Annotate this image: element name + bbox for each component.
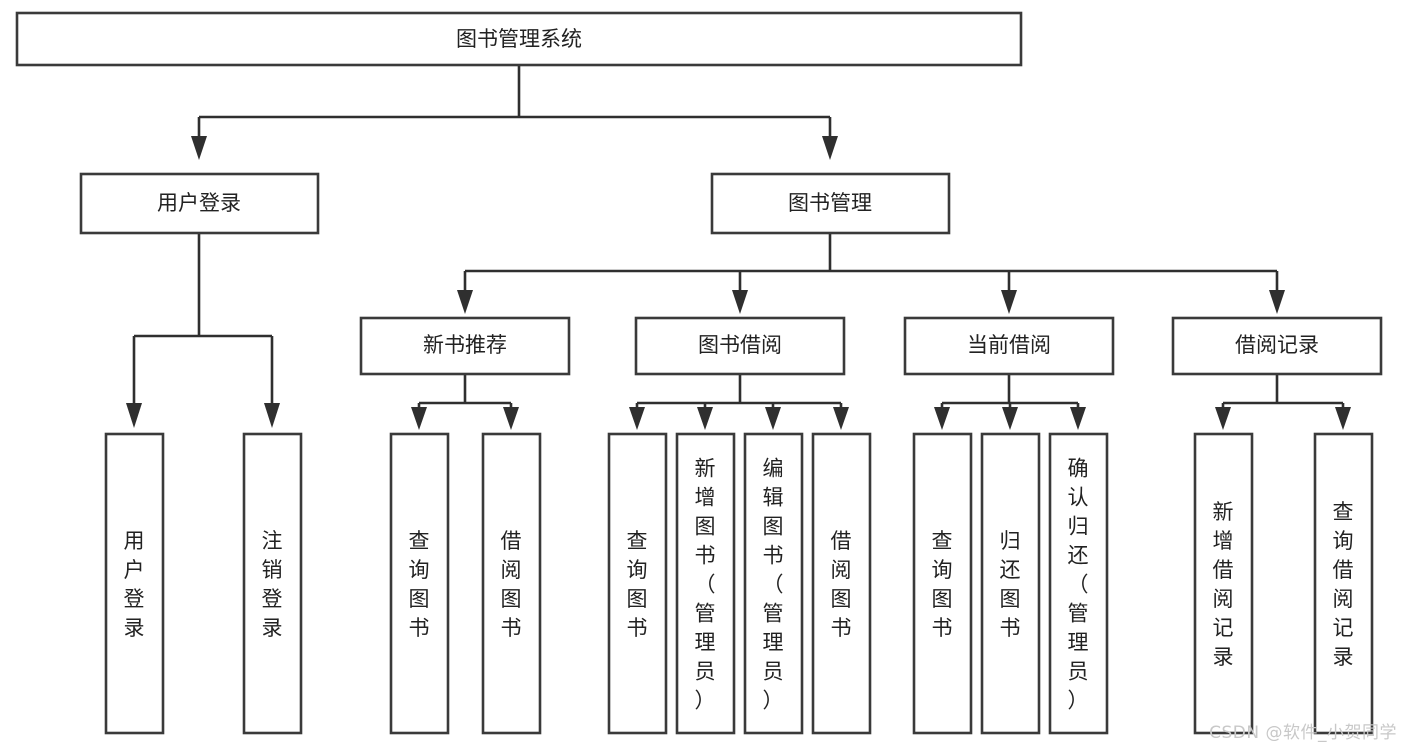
node-current-borrow-box[interactable] — [903, 316, 1115, 376]
node-leaf-query-book-1-box[interactable] — [389, 432, 450, 735]
arrow-head-leaf-user-logout — [264, 403, 280, 428]
node-borrow-record[interactable]: 借阅记录 — [1171, 316, 1383, 376]
node-leaf-query-book-1-label: 查询图书 — [409, 529, 430, 640]
arrow-head-leaf-add-book — [697, 407, 713, 430]
node-leaf-edit-book-label: 编辑图书（管理员） — [763, 457, 784, 713]
node-new-book-rec-box[interactable] — [359, 316, 571, 376]
node-book-manage-box[interactable] — [710, 172, 951, 235]
node-leaf-query-book-2-label: 查询图书 — [627, 529, 648, 640]
arrow-head-leaf-edit-book — [765, 407, 781, 430]
node-leaf-borrow-book-1[interactable]: 借阅图书 — [481, 432, 542, 735]
node-book-manage-label: 图书管理 — [788, 191, 872, 215]
arrow-head-user-login — [191, 136, 207, 160]
node-new-book-rec[interactable]: 新书推荐 — [359, 316, 571, 376]
arrow-head-book-manage — [822, 136, 838, 160]
node-new-book-rec-label: 新书推荐 — [423, 333, 507, 357]
node-leaf-return-book-box[interactable] — [980, 432, 1041, 735]
node-leaf-borrow-book-2-box[interactable] — [811, 432, 872, 735]
node-leaf-add-book-box[interactable] — [675, 432, 736, 735]
node-leaf-return-book-label: 归还图书 — [1000, 529, 1021, 640]
arrow-head-leaf-borrow-book-1 — [503, 407, 519, 430]
arrow-head-leaf-borrow-book-2 — [833, 407, 849, 430]
arrow-head-leaf-query-book-2 — [629, 407, 645, 430]
node-leaf-user-logout[interactable]: 注销登录 — [242, 432, 303, 735]
node-root-box[interactable] — [15, 11, 1023, 67]
arrow-head-borrow-record — [1269, 290, 1285, 314]
node-borrow-record-label: 借阅记录 — [1235, 333, 1319, 357]
node-leaf-confirm-return[interactable]: 确认归还（管理员） — [1048, 432, 1109, 735]
arrow-head-book-borrow — [732, 290, 748, 314]
arrow-head-leaf-query-record — [1335, 407, 1351, 430]
node-leaf-add-record[interactable]: 新增借阅记录 — [1193, 432, 1254, 735]
node-leaf-user-logout-box[interactable] — [242, 432, 303, 735]
arrow-head-leaf-return-book — [1002, 407, 1018, 430]
node-user-login-box[interactable] — [79, 172, 320, 235]
node-leaf-edit-book-box[interactable] — [743, 432, 804, 735]
node-leaf-query-book-2[interactable]: 查询图书 — [607, 432, 668, 735]
node-book-borrow[interactable]: 图书借阅 — [634, 316, 846, 376]
arrow-head-leaf-user-login — [126, 403, 142, 428]
arrow-head-new-book-rec — [457, 290, 473, 314]
node-book-borrow-label: 图书借阅 — [698, 333, 782, 357]
node-leaf-query-book-1[interactable]: 查询图书 — [389, 432, 450, 735]
arrow-head-current-borrow — [1001, 290, 1017, 314]
node-leaf-query-book-3-label: 查询图书 — [932, 529, 953, 640]
node-leaf-query-record[interactable]: 查询借阅记录 — [1313, 432, 1374, 735]
node-leaf-query-record-label: 查询借阅记录 — [1333, 500, 1354, 669]
node-leaf-borrow-book-1-label: 借阅图书 — [501, 529, 522, 640]
node-book-borrow-box[interactable] — [634, 316, 846, 376]
node-leaf-borrow-book-2[interactable]: 借阅图书 — [811, 432, 872, 735]
node-leaf-user-login-label: 用户登录 — [124, 529, 145, 640]
node-leaf-return-book[interactable]: 归还图书 — [980, 432, 1041, 735]
node-leaf-add-record-box[interactable] — [1193, 432, 1254, 735]
arrow-head-leaf-query-book-3 — [934, 407, 950, 430]
node-leaf-add-book[interactable]: 新增图书（管理员） — [675, 432, 736, 735]
node-leaf-confirm-return-box[interactable] — [1048, 432, 1109, 735]
node-leaf-borrow-book-2-label: 借阅图书 — [831, 529, 852, 640]
connector-layer — [126, 66, 1351, 430]
node-root[interactable]: 图书管理系统 — [15, 11, 1023, 67]
arrow-head-leaf-confirm-return — [1070, 407, 1086, 430]
arrow-head-leaf-add-record — [1215, 407, 1231, 430]
node-leaf-query-record-box[interactable] — [1313, 432, 1374, 735]
node-current-borrow-label: 当前借阅 — [967, 333, 1051, 357]
node-leaf-user-login-box[interactable] — [104, 432, 165, 735]
node-user-login[interactable]: 用户登录 — [79, 172, 320, 235]
arrow-head-leaf-query-book-1 — [411, 407, 427, 430]
node-leaf-user-logout-label: 注销登录 — [262, 529, 283, 640]
node-user-login-label: 用户登录 — [157, 191, 241, 215]
node-leaf-query-book-3-box[interactable] — [912, 432, 973, 735]
node-leaf-query-book-3[interactable]: 查询图书 — [912, 432, 973, 735]
csdn-watermark: CSDN @软件_小贺同学 — [1209, 723, 1397, 743]
node-leaf-confirm-return-label: 确认归还（管理员） — [1068, 457, 1089, 713]
node-leaf-query-book-2-box[interactable] — [607, 432, 668, 735]
node-leaf-add-book-label: 新增图书（管理员） — [695, 457, 716, 713]
node-leaf-borrow-book-1-box[interactable] — [481, 432, 542, 735]
node-leaf-add-record-label: 新增借阅记录 — [1213, 500, 1234, 669]
node-current-borrow[interactable]: 当前借阅 — [903, 316, 1115, 376]
node-leaf-user-login[interactable]: 用户登录 — [104, 432, 165, 735]
node-borrow-record-box[interactable] — [1171, 316, 1383, 376]
node-root-label: 图书管理系统 — [456, 27, 582, 51]
node-leaf-edit-book[interactable]: 编辑图书（管理员） — [743, 432, 804, 735]
node-book-manage[interactable]: 图书管理 — [710, 172, 951, 235]
